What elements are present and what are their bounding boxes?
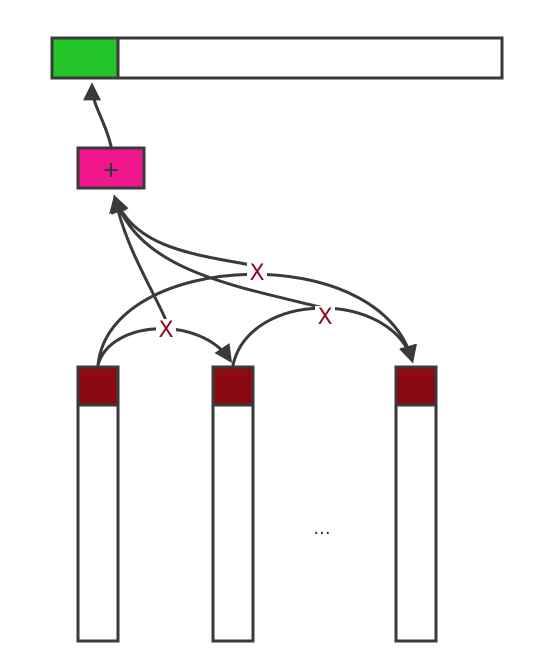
- multiply-op-1-label: X: [158, 318, 173, 343]
- input-column-2-head: [211, 365, 255, 407]
- input-column-2-body: [211, 365, 255, 643]
- multiply-op-2-bg: [247, 262, 267, 284]
- multiply-op-1-bg: [156, 319, 176, 341]
- multiply-op-3-label: X: [317, 305, 332, 330]
- input-column-1-head: [76, 365, 120, 407]
- sum-node-label: +: [102, 158, 120, 183]
- multiply-op-2: X: [247, 261, 267, 286]
- multiply-op-3: X: [315, 305, 335, 330]
- input-column-3: [394, 365, 438, 643]
- multiply-op-3-bg: [315, 306, 335, 328]
- input-column-2: [211, 365, 255, 643]
- sum-node-box: [76, 146, 146, 190]
- ellipsis: ...: [313, 518, 330, 539]
- multiply-op-1: X: [156, 318, 176, 343]
- output-vector: [50, 36, 504, 80]
- input-column-1-body: [76, 365, 120, 643]
- edge-col1-to-col3: [96, 272, 417, 367]
- edge-product3-to-sum: [111, 194, 326, 310]
- edge-sum-to-output: [83, 82, 113, 148]
- input-column-3-head: [394, 365, 438, 407]
- input-column-1: [76, 365, 120, 643]
- input-column-3-body: [394, 365, 438, 643]
- sum-node: +: [76, 146, 146, 190]
- multiply-op-2-label: X: [249, 261, 264, 286]
- output-bar-highlight: [50, 36, 120, 80]
